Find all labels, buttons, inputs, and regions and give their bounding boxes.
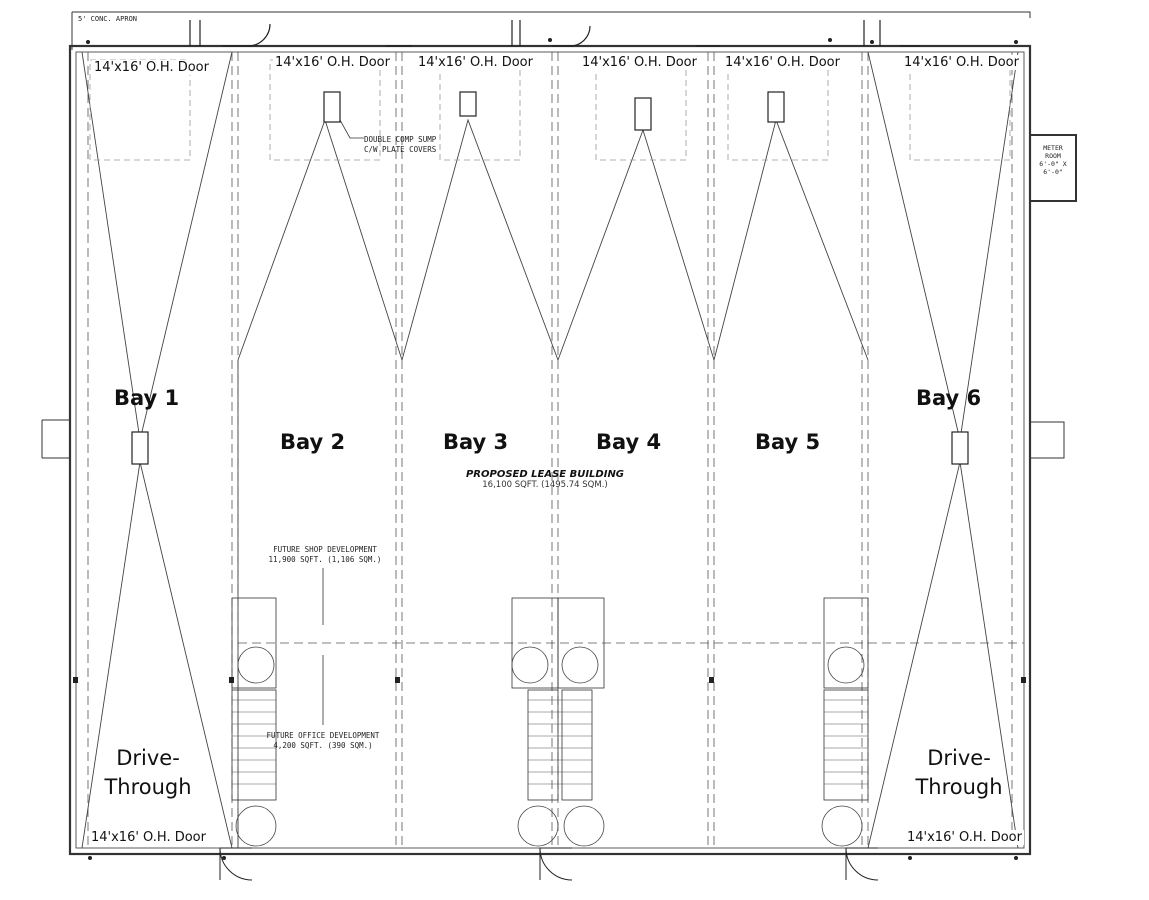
drive-through-line2: Through: [915, 775, 1003, 799]
sump-box: [634, 97, 652, 131]
meter-room-line3: 6'-0" X: [1039, 160, 1067, 168]
building-label: PROPOSED LEASE BUILDING 16,100 SQFT. (14…: [450, 469, 640, 490]
door-label-bottom-2: 14'x16' O.H. Door: [905, 830, 1024, 845]
future-office-line2: 4,200 SQFT. (390 SQM.): [273, 741, 373, 750]
sump-box: [323, 91, 341, 123]
sump-box: [767, 91, 785, 123]
bay-3-label: Bay 3: [443, 430, 509, 454]
future-office-line1: FUTURE OFFICE DEVELOPMENT: [266, 731, 380, 740]
building-title: PROPOSED LEASE BUILDING: [465, 469, 625, 480]
sump-note-line2: C/W PLATE COVERS: [364, 145, 437, 154]
sump-box: [951, 431, 969, 465]
bay-2-label: Bay 2: [280, 430, 346, 454]
meter-room-line4: 6'-0": [1043, 168, 1063, 176]
building-area: 16,100 SQFT. (1495.74 SQM.): [482, 480, 608, 490]
door-label-bottom-1: 14'x16' O.H. Door: [89, 830, 208, 845]
future-office-label: FUTURE OFFICE DEVELOPMENT 4,200 SQFT. (3…: [254, 731, 392, 751]
future-shop-label: FUTURE SHOP DEVELOPMENT 11,900 SQFT. (1,…: [258, 545, 392, 565]
door-label-top-4: 14'x16' O.H. Door: [580, 55, 699, 70]
apron-edge: [72, 11, 1031, 18]
drive-through-left: Drive- Through: [92, 744, 204, 802]
door-label-top-5: 14'x16' O.H. Door: [723, 55, 842, 70]
drive-through-right: Drive- Through: [903, 744, 1015, 802]
interior-wall: [75, 51, 1025, 849]
drive-through-line1: Drive-: [927, 746, 991, 770]
apron-label: 5' CONC. APRON: [78, 15, 138, 23]
drive-through-line2: Through: [104, 775, 192, 799]
side-door-left: [41, 419, 70, 459]
drive-through-line1: Drive-: [116, 746, 180, 770]
sump-note: DOUBLE COMP SUMP C/W PLATE COVERS: [364, 135, 436, 155]
bay-4-label: Bay 4: [596, 430, 662, 454]
side-door-right: [1030, 421, 1065, 459]
meter-room-label: METER ROOM 6'-0" X 6'-0": [1032, 144, 1074, 176]
future-shop-line2: 11,900 SQFT. (1,106 SQM.): [268, 555, 382, 564]
bay-1-label: Bay 1: [114, 386, 180, 410]
sump-box: [131, 431, 149, 465]
meter-room-line1: METER: [1043, 144, 1063, 152]
door-label-top-1: 14'x16' O.H. Door: [92, 60, 211, 75]
sump-box: [459, 91, 477, 117]
door-label-top-3: 14'x16' O.H. Door: [416, 55, 535, 70]
meter-room-outline: [1029, 134, 1077, 202]
future-shop-line1: FUTURE SHOP DEVELOPMENT: [273, 545, 377, 554]
door-label-top-6: 14'x16' O.H. Door: [902, 55, 1021, 70]
door-label-top-2: 14'x16' O.H. Door: [273, 55, 392, 70]
bay-5-label: Bay 5: [755, 430, 821, 454]
bay-6-label: Bay 6: [916, 386, 982, 410]
exterior-wall: [68, 44, 1032, 856]
sump-note-line1: DOUBLE COMP SUMP: [364, 135, 437, 144]
meter-room-line2: ROOM: [1045, 152, 1061, 160]
